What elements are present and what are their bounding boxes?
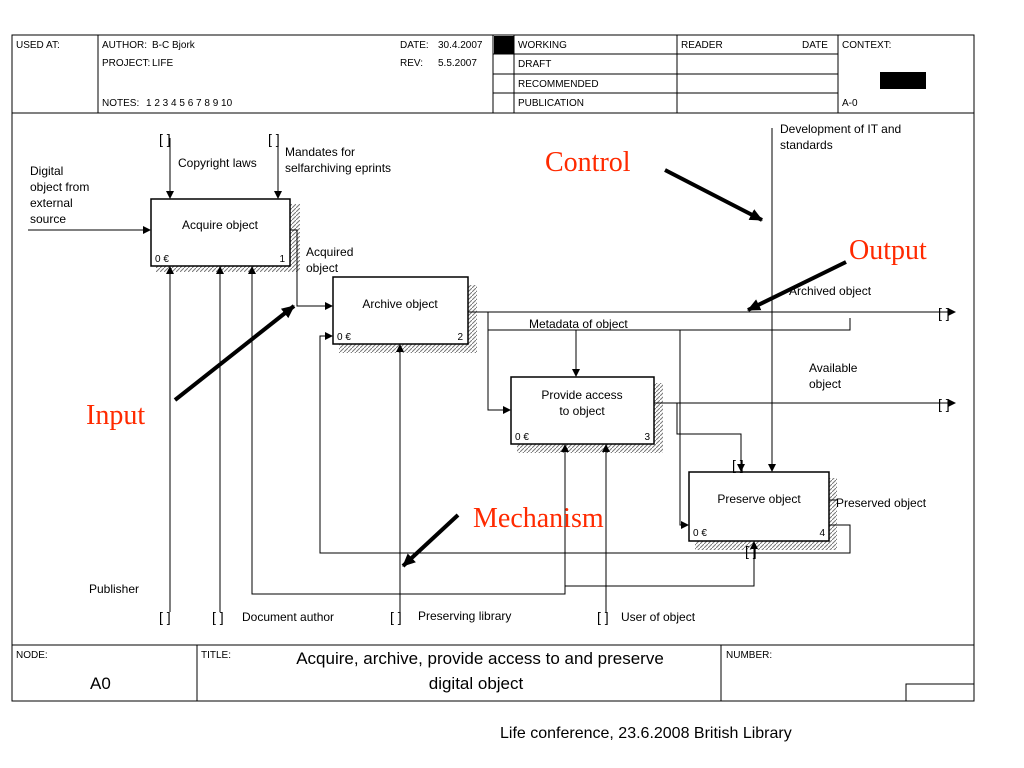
input-pointer-arrow xyxy=(173,304,296,402)
activity-box-4: Preserve object 0 € 4 xyxy=(688,471,837,550)
tunnel-library: [ ] xyxy=(390,609,402,625)
footer-block: NODE: A0 TITLE: Acquire, archive, provid… xyxy=(12,644,974,701)
notes-value: 1 2 3 4 5 6 7 8 9 10 xyxy=(146,98,233,109)
status-publication: PUBLICATION xyxy=(518,98,584,109)
label-archived: Archived object xyxy=(789,284,872,298)
mechanism-library-to-access-arrow xyxy=(400,444,569,595)
tunnel-markers: [ ] [ ] [ ] [ ] [ ] [ ] [ ] [ ] [ ] [ ] xyxy=(159,131,950,625)
box-2-number: 2 xyxy=(457,332,463,343)
tunnel-author: [ ] xyxy=(212,609,224,625)
project-value: LIFE xyxy=(152,58,173,69)
label-acquired-2: object xyxy=(306,261,339,275)
box-1-cost: 0 € xyxy=(155,254,169,265)
tunnel-preserve-bottom: [ ] xyxy=(745,543,757,559)
label-digital-source-1: Digital xyxy=(30,164,63,178)
used-at-label: USED AT: xyxy=(16,40,60,51)
annotation-control: Control xyxy=(545,147,631,178)
label-development-1: Development of IT and xyxy=(780,122,901,136)
node-value: A0 xyxy=(90,674,111,693)
tunnel-mandates: [ ] xyxy=(268,131,280,147)
available-to-preserve-arrow xyxy=(676,403,745,472)
activity-box-2: Archive object 0 € 2 xyxy=(332,276,477,353)
label-available-2: object xyxy=(809,377,842,391)
label-available-1: Available xyxy=(809,361,858,375)
label-metadata: Metadata of object xyxy=(529,317,628,331)
project-label: PROJECT: xyxy=(102,58,150,69)
author-label: AUTHOR: xyxy=(102,40,147,51)
label-digital-source-2: object from xyxy=(30,180,89,194)
mechanism-library-to-acquire-arrow xyxy=(248,266,400,595)
box-3-number: 3 xyxy=(644,432,650,443)
label-digital-source-4: source xyxy=(30,212,66,226)
tunnel-publisher: [ ] xyxy=(159,609,171,625)
number-label: NUMBER: xyxy=(726,650,772,661)
label-digital-source-3: external xyxy=(30,196,73,210)
label-preserved: Preserved object xyxy=(836,496,927,510)
title-line-1: Acquire, archive, provide access to and … xyxy=(296,649,664,668)
mechanism-pointer-arrow xyxy=(401,513,460,568)
title-line-2: digital object xyxy=(429,674,524,693)
control-pointer-arrow xyxy=(664,168,763,222)
box-3-cost: 0 € xyxy=(515,432,529,443)
box-2-cost: 0 € xyxy=(337,332,351,343)
box-4-cost: 0 € xyxy=(693,528,707,539)
date-value: 30.4.2007 xyxy=(438,40,483,51)
reader-label: READER xyxy=(681,40,723,51)
box-4-title: Preserve object xyxy=(717,492,801,506)
annotation-output: Output xyxy=(849,235,927,266)
reader-date-label: DATE xyxy=(802,40,828,51)
output-pointer-arrow xyxy=(747,260,847,312)
label-publisher: Publisher xyxy=(89,582,139,596)
preserved-feedback-arrow xyxy=(319,332,851,554)
tunnel-available-out: [ ] xyxy=(938,396,950,412)
context-node: A-0 xyxy=(842,98,858,109)
rev-value: 5.5.2007 xyxy=(438,58,477,69)
archived-to-access-arrow xyxy=(487,312,511,414)
activity-box-1: Acquire object 0 € 1 xyxy=(150,198,300,272)
label-user-of-object: User of object xyxy=(621,610,696,624)
node-label: NODE: xyxy=(16,650,48,661)
working-status-marker xyxy=(494,36,514,54)
box-2-title: Archive object xyxy=(362,297,438,311)
arrow-labels: Digital object from external source Copy… xyxy=(30,122,927,624)
tunnel-user: [ ] xyxy=(597,609,609,625)
title-label: TITLE: xyxy=(201,650,231,661)
annotation-input: Input xyxy=(86,400,145,431)
tunnel-preserve-top: [ ] xyxy=(732,457,744,473)
label-acquired-1: Acquired xyxy=(306,245,353,259)
box-3-title-line-2: to object xyxy=(559,404,605,418)
box-1-number: 1 xyxy=(279,254,285,265)
label-development-2: standards xyxy=(780,138,833,152)
mechanism-library-to-preserve-arrow xyxy=(565,541,758,587)
annotations: Control Output Input Mechanism xyxy=(86,147,927,568)
tunnel-copyright: [ ] xyxy=(159,131,171,147)
rev-label: REV: xyxy=(400,58,423,69)
label-mandates-2: selfarchiving eprints xyxy=(285,161,391,175)
label-copyright: Copyright laws xyxy=(178,156,257,170)
acquired-object-arrow xyxy=(290,229,333,310)
box-4-number: 4 xyxy=(819,528,825,539)
label-mandates-1: Mandates for xyxy=(285,145,355,159)
conference-caption: Life conference, 23.6.2008 British Libra… xyxy=(500,725,792,742)
status-recommended: RECOMMENDED xyxy=(518,79,599,90)
box-3-title: Provide access xyxy=(541,388,622,402)
tunnel-archived-out: [ ] xyxy=(938,305,950,321)
box-1-title: Acquire object xyxy=(182,218,259,232)
activity-box-3: Provide access to object 0 € 3 xyxy=(510,376,663,453)
diagram-arrows xyxy=(28,128,956,612)
notes-label: NOTES: xyxy=(102,98,139,109)
author-value: B-C Bjork xyxy=(152,40,196,51)
date-label: DATE: xyxy=(400,40,429,51)
annotation-mechanism: Mechanism xyxy=(473,503,604,534)
archived-to-preserve-arrow xyxy=(493,329,689,529)
context-thumbnail xyxy=(880,72,926,89)
header-block: USED AT: AUTHOR: B-C Bjork PROJECT: LIFE… xyxy=(12,35,974,114)
status-draft: DRAFT xyxy=(518,59,551,70)
status-working: WORKING xyxy=(518,40,567,51)
label-preserving-library: Preserving library xyxy=(418,609,511,623)
label-document-author: Document author xyxy=(242,610,334,624)
context-label: CONTEXT: xyxy=(842,40,891,51)
